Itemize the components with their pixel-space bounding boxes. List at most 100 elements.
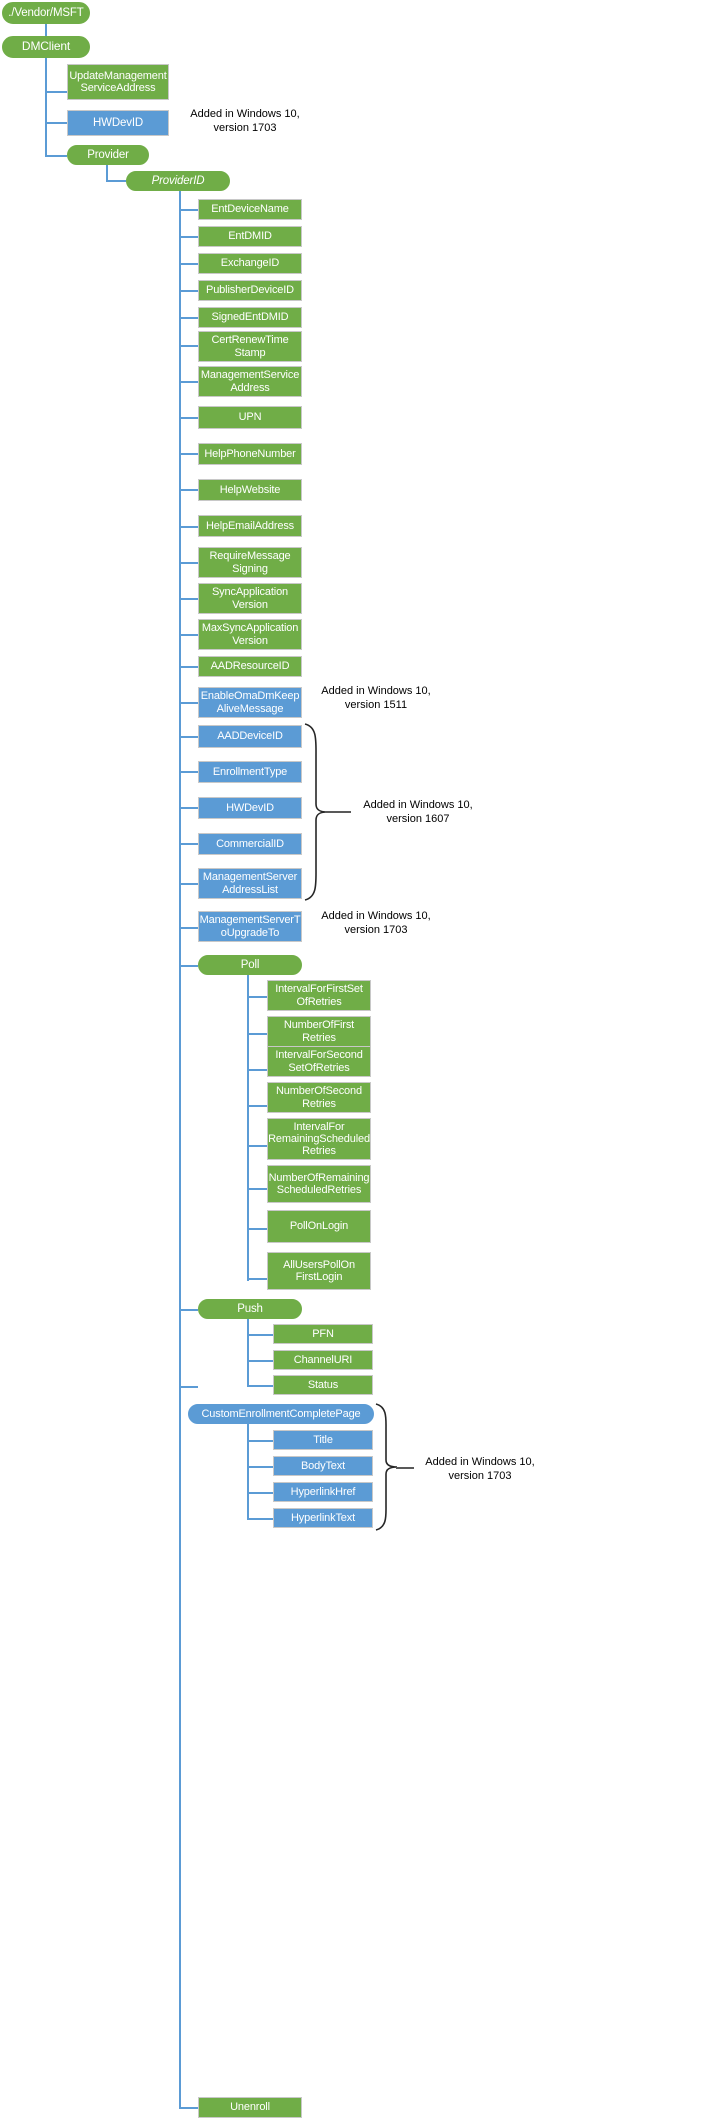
connector bbox=[179, 598, 198, 600]
connector bbox=[247, 1188, 267, 1190]
connector bbox=[179, 965, 198, 967]
connector bbox=[179, 843, 198, 845]
annotation-group-1607: Added in Windows 10, version 1607 bbox=[363, 799, 473, 826]
node-management-server-address-list[interactable]: ManagementServer AddressList bbox=[198, 868, 302, 899]
connector bbox=[179, 317, 198, 319]
node-interval-for-remaining-scheduled-retries[interactable]: IntervalFor RemainingScheduled Retries bbox=[267, 1118, 371, 1160]
node-number-of-first-retries[interactable]: NumberOfFirst Retries bbox=[267, 1016, 371, 1047]
connector bbox=[247, 1440, 273, 1442]
node-number-of-remaining-scheduled-retries[interactable]: NumberOfRemaining ScheduledRetries bbox=[267, 1165, 371, 1203]
connector bbox=[247, 1424, 249, 1519]
node-push[interactable]: Push bbox=[198, 1299, 302, 1319]
connector bbox=[179, 883, 198, 885]
node-enrollment-type[interactable]: EnrollmentType bbox=[198, 761, 302, 783]
node-poll[interactable]: Poll bbox=[198, 955, 302, 975]
connector bbox=[179, 417, 198, 419]
node-custom-enrollment-complete-page[interactable]: CustomEnrollmentCompletePage bbox=[188, 1404, 374, 1424]
connector bbox=[247, 1319, 249, 1386]
node-aad-device-id[interactable]: AADDeviceID bbox=[198, 725, 302, 748]
node-upn[interactable]: UPN bbox=[198, 406, 302, 429]
node-publisher-device-id[interactable]: PublisherDeviceID bbox=[198, 280, 302, 301]
node-provider[interactable]: Provider bbox=[67, 145, 149, 165]
node-help-email-address[interactable]: HelpEmailAddress bbox=[198, 515, 302, 537]
node-unenroll[interactable]: Unenroll bbox=[198, 2097, 302, 2118]
node-require-message-signing[interactable]: RequireMessage Signing bbox=[198, 547, 302, 578]
connector bbox=[179, 526, 198, 528]
node-status[interactable]: Status bbox=[273, 1375, 373, 1395]
connector bbox=[179, 562, 198, 564]
connector bbox=[247, 1069, 267, 1071]
connector bbox=[247, 1518, 273, 1520]
connector bbox=[247, 1466, 273, 1468]
connector bbox=[179, 807, 198, 809]
brace-leader-1607 bbox=[325, 811, 351, 813]
annotation-customenroll-1703: Added in Windows 10, version 1703 bbox=[425, 1456, 535, 1483]
node-cert-renew-time-stamp[interactable]: CertRenewTime Stamp bbox=[198, 331, 302, 362]
connector bbox=[179, 489, 198, 491]
connector bbox=[45, 58, 47, 157]
node-commercial-id[interactable]: CommercialID bbox=[198, 833, 302, 855]
connector bbox=[179, 1309, 198, 1311]
connector bbox=[45, 91, 67, 93]
connector bbox=[247, 1228, 267, 1230]
connector bbox=[247, 996, 267, 998]
node-hwdevid-provider[interactable]: HWDevID bbox=[198, 797, 302, 819]
connector bbox=[106, 180, 126, 182]
node-max-sync-application-version[interactable]: MaxSyncApplication Version bbox=[198, 619, 302, 650]
node-management-server-to-upgrade-to[interactable]: ManagementServerT oUpgradeTo bbox=[198, 911, 302, 942]
connector bbox=[179, 1386, 198, 1388]
connector bbox=[247, 1105, 267, 1107]
connector bbox=[247, 1033, 267, 1035]
connector bbox=[179, 191, 181, 2109]
connector bbox=[179, 666, 198, 668]
connector bbox=[247, 975, 249, 1281]
connector bbox=[247, 1334, 273, 1336]
connector bbox=[247, 1360, 273, 1362]
connector bbox=[179, 290, 198, 292]
node-body-text[interactable]: BodyText bbox=[273, 1456, 373, 1476]
node-help-website[interactable]: HelpWebsite bbox=[198, 479, 302, 501]
connector bbox=[179, 381, 198, 383]
brace-leader-customenroll bbox=[396, 1467, 414, 1469]
annotation-hwdevid-1703: Added in Windows 10, version 1703 bbox=[190, 108, 300, 135]
node-update-management-service-address[interactable]: UpdateManagement ServiceAddress bbox=[67, 64, 169, 100]
connector bbox=[179, 736, 198, 738]
node-enable-oma-dm-keep-alive-message[interactable]: EnableOmaDmKeep AliveMessage bbox=[198, 687, 302, 718]
node-hwdevid-top[interactable]: HWDevID bbox=[67, 110, 169, 136]
node-title[interactable]: Title bbox=[273, 1430, 373, 1450]
node-aad-resource-id[interactable]: AADResourceID bbox=[198, 656, 302, 677]
node-dmclient[interactable]: DMClient bbox=[2, 36, 90, 58]
connector bbox=[179, 2107, 198, 2109]
connector bbox=[179, 453, 198, 455]
connector bbox=[179, 927, 198, 929]
node-signed-ent-dmid[interactable]: SignedEntDMID bbox=[198, 307, 302, 328]
node-interval-for-second-set-of-retries[interactable]: IntervalForSecond SetOfRetries bbox=[267, 1046, 371, 1077]
connector bbox=[179, 263, 198, 265]
node-ent-device-name[interactable]: EntDeviceName bbox=[198, 199, 302, 220]
connector bbox=[247, 1385, 273, 1387]
node-providerid[interactable]: ProviderID bbox=[126, 171, 230, 191]
connector bbox=[45, 155, 67, 157]
node-interval-for-first-set-of-retries[interactable]: IntervalForFirstSet OfRetries bbox=[267, 980, 371, 1011]
connector bbox=[179, 702, 198, 704]
node-hyperlink-text[interactable]: HyperlinkText bbox=[273, 1508, 373, 1528]
node-ent-dmid[interactable]: EntDMID bbox=[198, 226, 302, 247]
node-sync-application-version[interactable]: SyncApplication Version bbox=[198, 583, 302, 614]
annotation-keepalive-1511: Added in Windows 10, version 1511 bbox=[321, 685, 431, 712]
node-poll-on-login[interactable]: PollOnLogin bbox=[267, 1210, 371, 1243]
node-hyperlink-href[interactable]: HyperlinkHref bbox=[273, 1482, 373, 1502]
node-exchange-id[interactable]: ExchangeID bbox=[198, 253, 302, 274]
connector bbox=[247, 1278, 267, 1280]
connector bbox=[179, 771, 198, 773]
node-help-phone-number[interactable]: HelpPhoneNumber bbox=[198, 443, 302, 465]
node-root[interactable]: ./Vendor/MSFT bbox=[2, 2, 90, 24]
node-all-users-poll-on-first-login[interactable]: AllUsersPollOn FirstLogin bbox=[267, 1252, 371, 1290]
node-channel-uri[interactable]: ChannelURI bbox=[273, 1350, 373, 1370]
connector bbox=[247, 1492, 273, 1494]
node-management-service-address[interactable]: ManagementService Address bbox=[198, 366, 302, 397]
connector bbox=[179, 209, 198, 211]
node-number-of-second-retries[interactable]: NumberOfSecond Retries bbox=[267, 1082, 371, 1113]
connector bbox=[106, 165, 108, 181]
node-pfn[interactable]: PFN bbox=[273, 1324, 373, 1344]
